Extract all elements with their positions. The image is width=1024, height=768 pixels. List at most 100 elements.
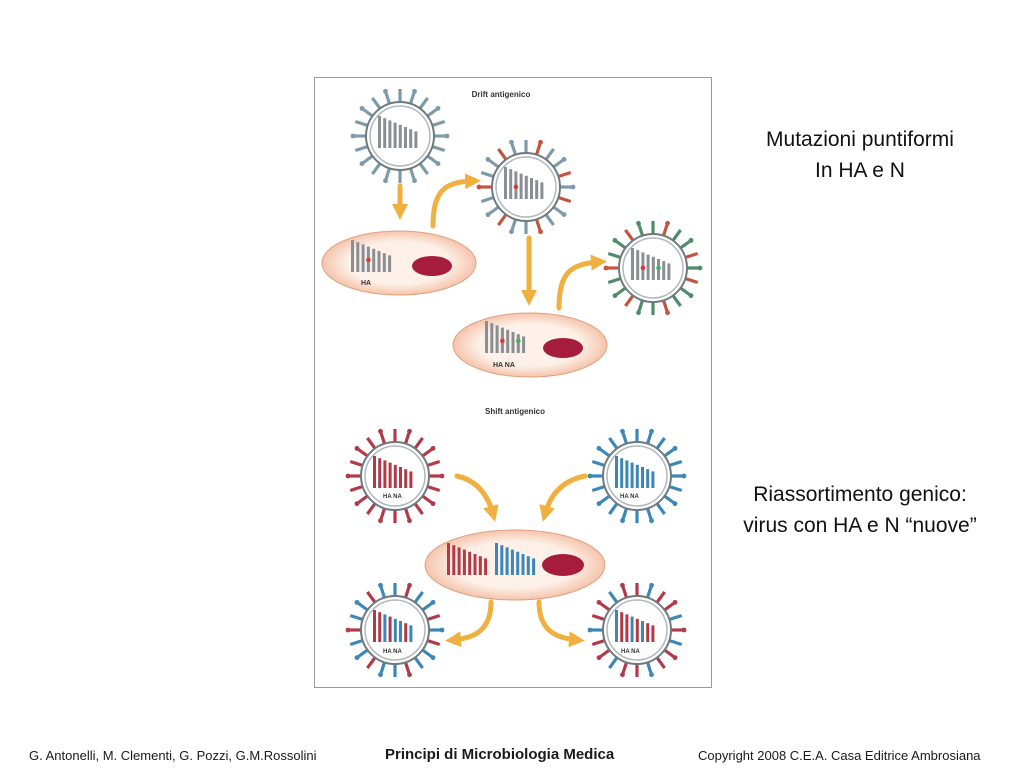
genome-segment <box>495 543 498 575</box>
spike <box>591 484 606 493</box>
label-hana-cell2: HA NA <box>493 362 515 369</box>
shift-note: Riassortimento genico: virus con HA e N … <box>710 479 1010 541</box>
spike <box>608 437 619 450</box>
genome-segment <box>532 558 536 575</box>
spike-tip <box>354 599 360 605</box>
genome-segment <box>495 325 499 353</box>
genome-segment <box>409 625 413 642</box>
spike <box>426 459 441 468</box>
genome-segment <box>372 248 376 272</box>
genome-segment <box>388 462 392 488</box>
genome-segment <box>484 558 488 575</box>
genome-segment <box>519 173 523 199</box>
genome-segment <box>490 323 494 353</box>
spike-tip <box>636 310 641 316</box>
genome-segment <box>620 612 624 642</box>
spike-tip <box>359 105 365 111</box>
spike <box>413 591 424 604</box>
genome-segment <box>625 460 629 488</box>
spike <box>668 459 683 468</box>
genome-segment <box>500 545 504 575</box>
spike-tip <box>561 212 567 218</box>
spike <box>684 251 699 260</box>
spike <box>497 148 508 161</box>
mutation-dot <box>640 265 646 271</box>
genome-segment <box>540 182 544 199</box>
spike <box>366 591 377 604</box>
spike-tip <box>439 473 445 479</box>
genome-segment <box>383 118 387 148</box>
genome-segment <box>473 554 477 575</box>
spike-tip <box>509 229 514 235</box>
spike <box>418 97 429 110</box>
spike-tip <box>538 229 543 235</box>
mutation-dot <box>656 265 661 271</box>
spike-tip <box>412 178 417 184</box>
genome-segment <box>524 175 528 199</box>
spike-tip <box>672 599 678 605</box>
spike <box>655 502 666 515</box>
label-hana-virus-right: HA NA <box>621 649 640 655</box>
genome-segment <box>631 248 634 280</box>
drift-title: Drift antigenico <box>472 90 531 99</box>
spike-tip <box>354 445 360 451</box>
arrow-shift-right <box>539 473 588 522</box>
genome-segment <box>510 549 514 575</box>
spike-tip <box>383 88 388 94</box>
genome-segment <box>535 180 539 199</box>
genome-segment <box>635 464 639 488</box>
spike-tip <box>439 627 445 633</box>
virus-drift-ha-mutant <box>476 139 576 235</box>
spike-tip <box>430 501 436 507</box>
spike-tip <box>620 518 625 524</box>
genome-segment <box>516 551 520 575</box>
spike-tip <box>430 599 436 605</box>
virus-drift-original <box>350 88 450 184</box>
genome-segment <box>526 556 530 575</box>
spike-tip <box>612 293 618 299</box>
genome-segment <box>667 263 671 280</box>
genome-segment <box>351 240 354 272</box>
genome-segment <box>522 336 526 353</box>
spike-tip <box>561 156 567 162</box>
spike-tip <box>354 655 360 661</box>
spike <box>624 229 635 242</box>
spike-tip <box>649 582 654 588</box>
spike <box>413 502 424 515</box>
spike <box>557 195 572 204</box>
genome-segment <box>373 456 376 488</box>
spike-tip <box>612 237 618 243</box>
virus-reassortant-left <box>345 582 445 678</box>
nucleus <box>543 338 583 358</box>
virus-reassortant-right <box>587 582 687 678</box>
genome-segment <box>468 551 472 575</box>
genome-segment <box>452 545 456 575</box>
spike-tip <box>378 518 383 524</box>
genome-segment <box>630 616 634 642</box>
spike-tip <box>538 139 543 145</box>
genome-segment <box>641 467 644 488</box>
spike <box>557 170 572 179</box>
spike-tip <box>649 672 654 678</box>
matrix <box>369 105 431 167</box>
label-hana-virus-red: HA NA <box>383 494 402 500</box>
spike-tip <box>383 178 388 184</box>
matrix <box>606 599 668 661</box>
spike-tip <box>596 501 602 507</box>
genome-segment <box>615 610 618 642</box>
spike <box>591 613 606 622</box>
genome-segment <box>485 321 488 353</box>
genome-segment <box>646 254 650 280</box>
spike <box>607 251 622 260</box>
genome-segment <box>505 547 509 575</box>
host-cell-3 <box>424 529 606 601</box>
spike-tip <box>672 655 678 661</box>
spike-tip <box>603 265 609 271</box>
spike-tip <box>620 428 625 434</box>
genome-segment <box>399 467 402 488</box>
arrows <box>391 173 607 648</box>
genome-segment <box>404 127 407 148</box>
genome-segment <box>404 623 408 642</box>
spike <box>655 437 666 450</box>
spike <box>354 119 369 128</box>
